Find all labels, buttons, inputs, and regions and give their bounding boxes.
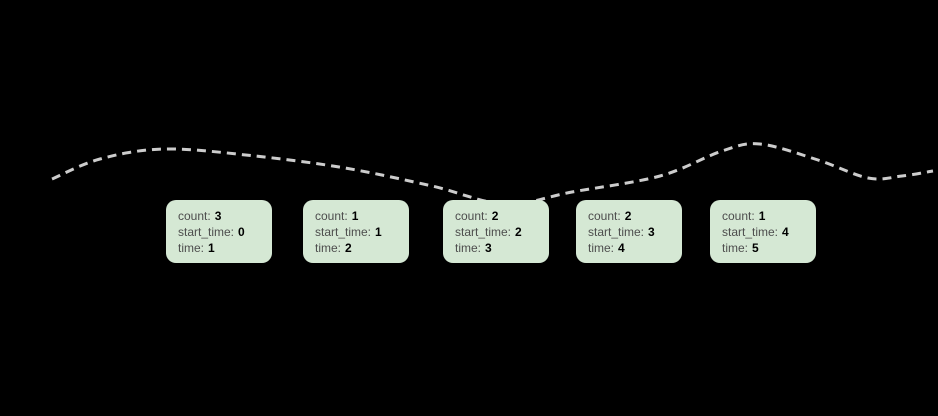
field-value: 5 xyxy=(752,241,759,255)
field-value: 4 xyxy=(782,225,789,239)
field-label: start_time: xyxy=(315,225,372,239)
state-node-1: count:3 start_time:0 time:1 xyxy=(166,200,272,263)
field-value: 3 xyxy=(214,209,222,223)
field-label: start_time: xyxy=(588,225,645,239)
field-label: time: xyxy=(178,241,205,255)
field-label: time: xyxy=(722,241,749,255)
field-value: 3 xyxy=(648,225,655,239)
field-value: 2 xyxy=(345,241,352,255)
state-node-5: count:1 start_time:4 time:5 xyxy=(710,200,816,263)
field-label: count: xyxy=(588,209,621,223)
node-field: count:3 xyxy=(178,208,266,224)
node-field: start_time:1 xyxy=(315,224,403,240)
state-node-2: count:1 start_time:1 time:2 xyxy=(303,200,409,263)
field-label: time: xyxy=(588,241,615,255)
field-label: start_time: xyxy=(455,225,512,239)
node-field: count:1 xyxy=(315,208,403,224)
node-field: time:2 xyxy=(315,240,403,256)
node-field: time:3 xyxy=(455,240,543,256)
field-label: start_time: xyxy=(722,225,779,239)
field-value: 1 xyxy=(351,209,359,223)
node-field: time:1 xyxy=(178,240,266,256)
field-label: time: xyxy=(315,241,342,255)
field-value: 3 xyxy=(485,241,492,255)
field-value: 2 xyxy=(624,209,632,223)
node-field: time:5 xyxy=(722,240,810,256)
state-node-3: count:2 start_time:2 time:3 xyxy=(443,200,549,263)
field-label: time: xyxy=(455,241,482,255)
field-value: 0 xyxy=(238,225,245,239)
field-value: 1 xyxy=(758,209,766,223)
field-value: 4 xyxy=(618,241,625,255)
field-value: 2 xyxy=(515,225,522,239)
field-label: count: xyxy=(178,209,211,223)
node-field: time:4 xyxy=(588,240,676,256)
node-field: start_time:4 xyxy=(722,224,810,240)
field-value: 1 xyxy=(375,225,382,239)
field-label: start_time: xyxy=(178,225,235,239)
node-field: start_time:3 xyxy=(588,224,676,240)
field-value: 2 xyxy=(491,209,499,223)
field-label: count: xyxy=(315,209,348,223)
node-field: count:1 xyxy=(722,208,810,224)
field-label: count: xyxy=(455,209,488,223)
node-field: count:2 xyxy=(588,208,676,224)
node-field: count:2 xyxy=(455,208,543,224)
state-node-4: count:2 start_time:3 time:4 xyxy=(576,200,682,263)
field-value: 1 xyxy=(208,241,215,255)
dashed-curve-path xyxy=(51,142,934,206)
node-field: start_time:2 xyxy=(455,224,543,240)
node-field: start_time:0 xyxy=(178,224,266,240)
field-label: count: xyxy=(722,209,755,223)
